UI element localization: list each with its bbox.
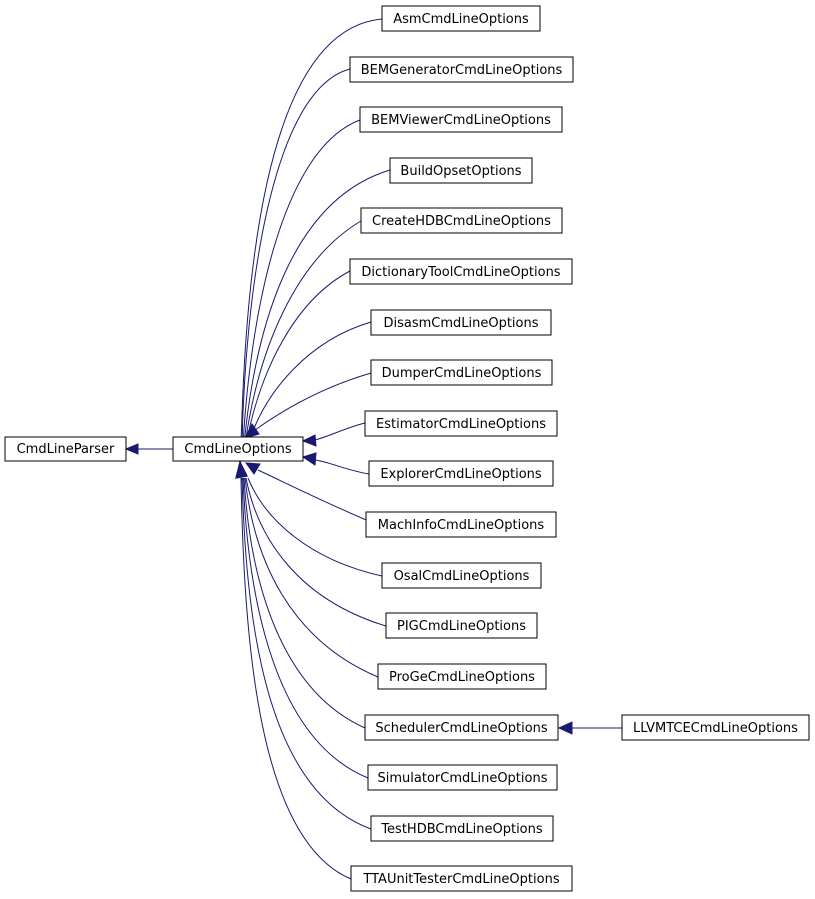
edge-estimator-to-cmdlineoptions [301, 422, 366, 447]
node-dicttool[interactable]: DictionaryToolCmdLineOptions [349, 258, 573, 285]
node-llvmtce[interactable]: LLVMTCECmdLineOptions [621, 714, 810, 741]
edge-explorer-to-cmdlineoptions [301, 452, 370, 475]
node-asm[interactable]: AsmCmdLineOptions [381, 5, 541, 32]
node-label: TTAUnitTesterCmdLineOptions [362, 872, 559, 887]
node-pig[interactable]: PIGCmdLineOptions [385, 612, 538, 639]
node-bemgen[interactable]: BEMGeneratorCmdLineOptions [349, 56, 574, 83]
node-cmdlineparser[interactable]: CmdLineParser [4, 436, 127, 462]
edge-simulator-to-cmdlineoptions [235, 460, 369, 779]
node-ttaunit[interactable]: TTAUnitTesterCmdLineOptions [350, 865, 573, 892]
node-label: BEMViewerCmdLineOptions [371, 113, 551, 128]
edge-osal-to-cmdlineoptions [235, 460, 383, 577]
node-label: MachInfoCmdLineOptions [378, 518, 545, 533]
node-label: BEMGeneratorCmdLineOptions [361, 63, 563, 78]
node-label: OsalCmdLineOptions [394, 569, 530, 584]
edge-ttaunit-to-cmdlineoptions [235, 460, 352, 880]
node-label: BuildOpsetOptions [400, 164, 521, 179]
node-label: CreateHDBCmdLineOptions [372, 214, 551, 229]
node-simulator[interactable]: SimulatorCmdLineOptions [367, 764, 558, 791]
edge-asm-to-cmdlineoptions [234, 18, 383, 464]
node-label: EstimatorCmdLineOptions [376, 417, 546, 432]
node-label: CmdLineOptions [184, 442, 291, 457]
node-label: PIGCmdLineOptions [397, 619, 526, 634]
edge-cmdlineoptions-to-cmdlineparser [124, 443, 173, 455]
node-label: DictionaryToolCmdLineOptions [361, 265, 560, 280]
edge-testhdb-to-cmdlineoptions [235, 460, 372, 830]
node-osal[interactable]: OsalCmdLineOptions [381, 562, 542, 589]
node-machinfo[interactable]: MachInfoCmdLineOptions [365, 511, 557, 538]
node-estimator[interactable]: EstimatorCmdLineOptions [364, 410, 558, 437]
node-label: DumperCmdLineOptions [382, 366, 542, 381]
nodes-layer: CmdLineParser CmdLineOptions AsmCmdLineO… [4, 5, 810, 892]
node-label: SchedulerCmdLineOptions [375, 721, 548, 736]
node-explorer[interactable]: ExplorerCmdLineOptions [368, 460, 554, 487]
node-label: DisasmCmdLineOptions [383, 316, 538, 331]
node-dumper[interactable]: DumperCmdLineOptions [370, 359, 553, 386]
node-label: ProGeCmdLineOptions [389, 670, 535, 685]
node-disasm[interactable]: DisasmCmdLineOptions [370, 309, 552, 336]
node-proge[interactable]: ProGeCmdLineOptions [377, 663, 547, 690]
node-label: ExplorerCmdLineOptions [380, 467, 542, 482]
node-createhdb[interactable]: CreateHDBCmdLineOptions [360, 207, 563, 234]
node-buildopset[interactable]: BuildOpsetOptions [389, 157, 533, 184]
node-bemview[interactable]: BEMViewerCmdLineOptions [359, 106, 563, 133]
node-testhdb[interactable]: TestHDBCmdLineOptions [370, 815, 554, 842]
node-label: SimulatorCmdLineOptions [378, 771, 548, 786]
edge-machinfo-to-cmdlineoptions [244, 462, 379, 526]
node-label: CmdLineParser [17, 442, 115, 457]
node-label: TestHDBCmdLineOptions [380, 822, 543, 837]
node-cmdlineoptions[interactable]: CmdLineOptions [172, 436, 304, 462]
edge-dumper-to-cmdlineoptions [244, 372, 372, 439]
edge-llvmtce-to-scheduler [557, 721, 622, 735]
node-scheduler[interactable]: SchedulerCmdLineOptions [364, 714, 559, 741]
node-label: AsmCmdLineOptions [393, 12, 529, 27]
node-label: LLVMTCECmdLineOptions [633, 721, 798, 736]
